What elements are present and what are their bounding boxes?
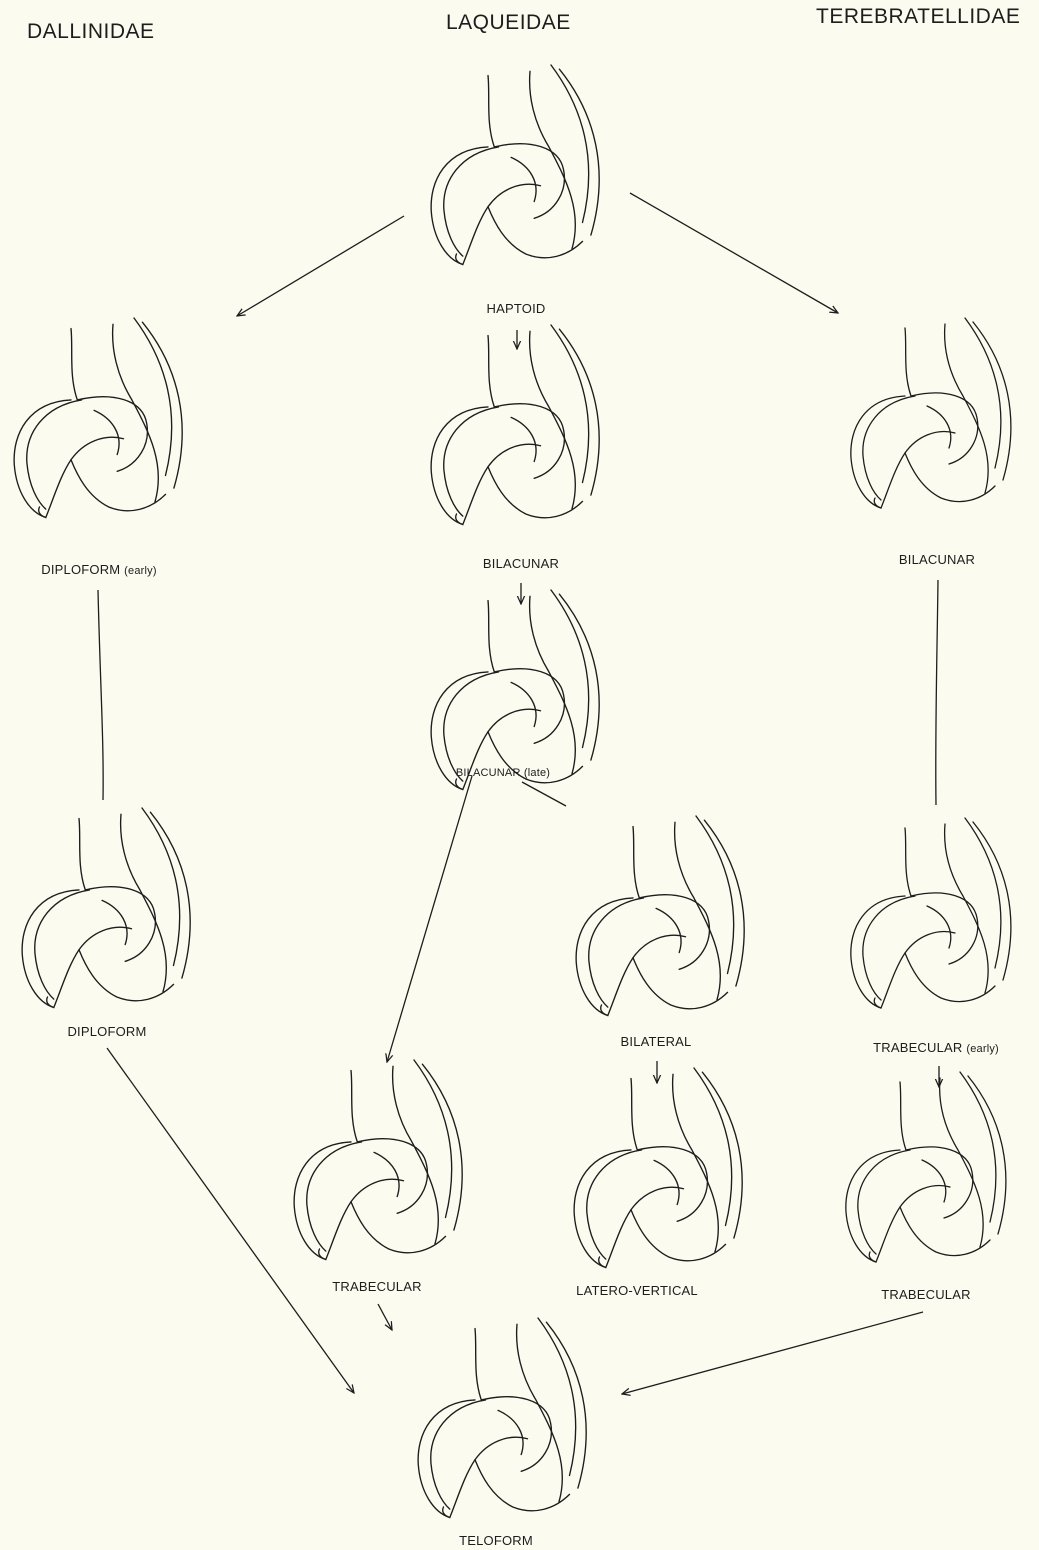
- label-latero-vertical: LATERO-VERTICAL: [576, 1283, 698, 1298]
- specimen-bilacunar-late: [431, 590, 599, 790]
- label-diploform: DIPLOFORM: [67, 1024, 146, 1039]
- label-bilateral: BILATERAL: [621, 1034, 692, 1049]
- header-laqueidae: LAQUEIDAE: [446, 11, 571, 35]
- label-teloform: TELOFORM: [459, 1533, 533, 1548]
- header-dallinidae: DALLINIDAE: [27, 20, 155, 44]
- arrow-diploform-to-teloform: [107, 1048, 354, 1393]
- line-late-to-bilateral: [522, 782, 566, 806]
- specimen-bilacunar-center: [431, 325, 599, 525]
- arrow-trabecular-center-to-teloform: [378, 1304, 392, 1330]
- specimen-bilateral: [576, 816, 744, 1016]
- label-diploform-early: DIPLOFORM (early): [41, 562, 156, 577]
- specimen-bilacunar-right: [851, 318, 1011, 508]
- specimen-trabecular-center: [294, 1060, 462, 1260]
- arrow-trabecular-right-to-teloform: [622, 1312, 923, 1394]
- specimen-diploform-early: [14, 318, 182, 518]
- label-bilacunar-right: BILACUNAR: [899, 552, 975, 567]
- label-trabecular-early: TRABECULAR (early): [873, 1040, 999, 1055]
- label-bilacunar-center: BILACUNAR: [483, 556, 559, 571]
- label-bilacunar-late: BILACUNAR (late): [456, 767, 550, 779]
- specimen-trabecular-right: [846, 1072, 1006, 1262]
- specimen-diploform: [22, 808, 190, 1008]
- line-diploform-early-to-diploform: [98, 590, 103, 800]
- arrow-late-to-trabecular-center: [387, 776, 472, 1062]
- specimen-teloform: [418, 1318, 586, 1518]
- specimen-trabecular-early: [851, 818, 1011, 1008]
- arrow-haptoid-to-diploform-early: [237, 216, 404, 316]
- label-haptoid: HAPTOID: [487, 301, 546, 316]
- arrow-haptoid-to-bilacunar-right: [630, 193, 838, 313]
- specimen-latero-vertical: [574, 1068, 742, 1268]
- header-terebratellidae: TEREBRATELLIDAE: [816, 5, 1020, 29]
- line-bilacunar-right-to-trabecular-early: [936, 580, 938, 805]
- label-trabecular-right: TRABECULAR: [881, 1287, 970, 1302]
- label-trabecular-center: TRABECULAR: [332, 1279, 421, 1294]
- specimen-haptoid: [431, 65, 599, 265]
